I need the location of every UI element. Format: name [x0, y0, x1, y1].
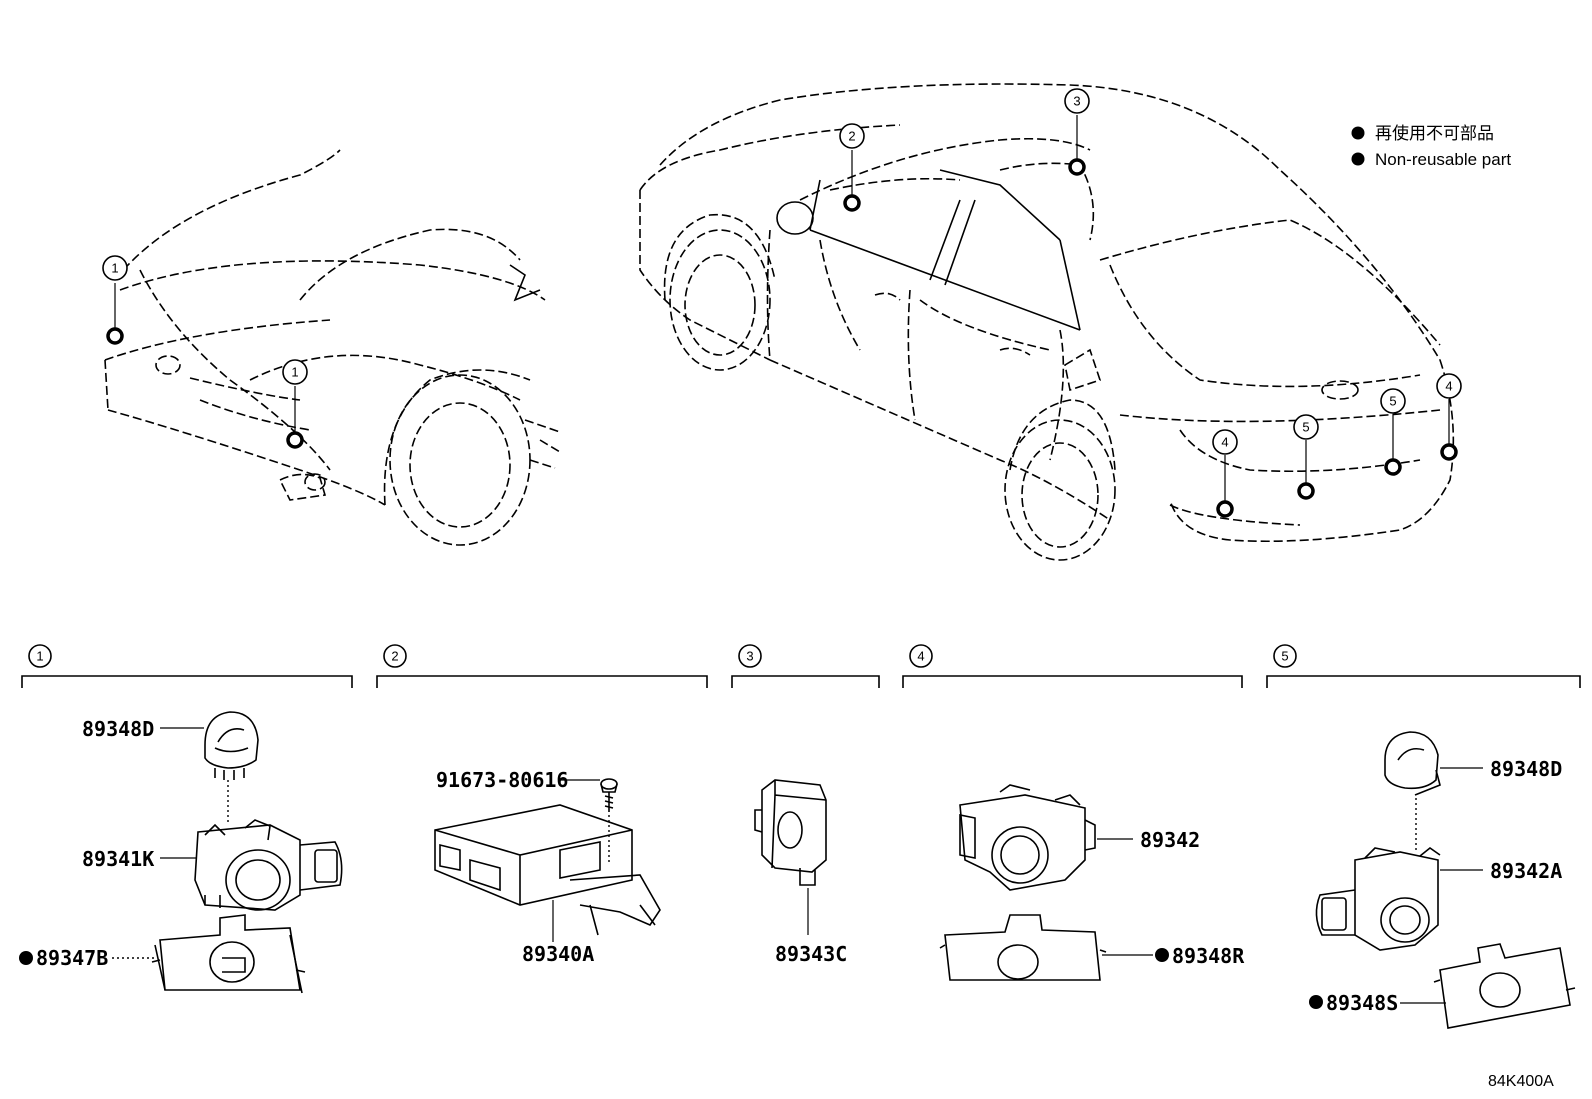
group-2-parts: 91673-80616 89340A [434, 768, 661, 966]
part-number-89348S: 89348S [1326, 991, 1398, 1015]
non-reusable-bullet-icon [1309, 995, 1323, 1009]
callout-1b: 1 [291, 365, 298, 380]
callout-2: 2 [848, 129, 855, 144]
group-4-parts: 89342 89348R [939, 784, 1245, 981]
part-number-91673-80616: 91673-80616 [436, 768, 568, 792]
front-car-view: 1 1 [102, 149, 561, 546]
screw-drawing [600, 778, 618, 812]
sensor-retainer-drawing [151, 914, 306, 994]
non-reusable-bullet-icon [1351, 126, 1365, 140]
part-number-89340A: 89340A [522, 942, 594, 966]
group-number-5: 5 [1281, 649, 1288, 664]
group-headers: 1 2 3 4 5 [21, 644, 1581, 688]
buzzer-drawing [754, 779, 827, 886]
part-number-89342A: 89342A [1490, 859, 1562, 883]
part-number-89348R: 89348R [1172, 944, 1245, 968]
group-3-parts: 89343C [754, 779, 847, 966]
group-number-2: 2 [391, 649, 398, 664]
part-number-89341K: 89341K [82, 847, 154, 871]
sensor-cover-drawing [204, 711, 259, 780]
callout-5a: 5 [1302, 420, 1309, 435]
sensor-retainer-drawing [939, 914, 1107, 981]
callout-5b: 5 [1389, 394, 1396, 409]
legend: 再使用不可部品 Non-reusable part [1351, 123, 1511, 169]
callout-1a: 1 [111, 261, 118, 276]
non-reusable-bullet-icon [19, 951, 33, 965]
part-number-89348D-rear: 89348D [1490, 757, 1562, 781]
part-number-89342: 89342 [1140, 828, 1200, 852]
ultrasonic-sensor-drawing [1315, 847, 1441, 951]
callout-4a: 4 [1221, 435, 1228, 450]
group-number-3: 3 [746, 649, 753, 664]
non-reusable-bullet-icon [1155, 948, 1169, 962]
part-number-89348D: 89348D [82, 717, 154, 741]
group-number-1: 1 [36, 649, 43, 664]
diagram-code: 84K400A [1488, 1073, 1554, 1090]
sensor-retainer-drawing [1433, 943, 1576, 1029]
part-number-89347B: 89347B [36, 946, 108, 970]
ultrasonic-sensor-drawing [194, 819, 343, 911]
sensor-cover-drawing [1384, 731, 1441, 796]
group-5-parts: 89348D 89342A 89348S [1309, 731, 1576, 1029]
ultrasonic-sensor-drawing [959, 784, 1096, 891]
main-car-view: 2 3 4 4 5 5 [639, 83, 1462, 561]
part-number-89343C: 89343C [775, 942, 847, 966]
group-1-parts: 89348D 89341K 89347B [19, 711, 343, 994]
group-number-4: 4 [917, 649, 924, 664]
callout-4b: 4 [1445, 379, 1452, 394]
ecu-module-drawing [434, 804, 661, 936]
callout-3: 3 [1073, 94, 1080, 109]
legend-label-jp: 再使用不可部品 [1375, 123, 1494, 143]
non-reusable-bullet-icon [1351, 152, 1365, 166]
legend-label-en: Non-reusable part [1375, 150, 1511, 169]
